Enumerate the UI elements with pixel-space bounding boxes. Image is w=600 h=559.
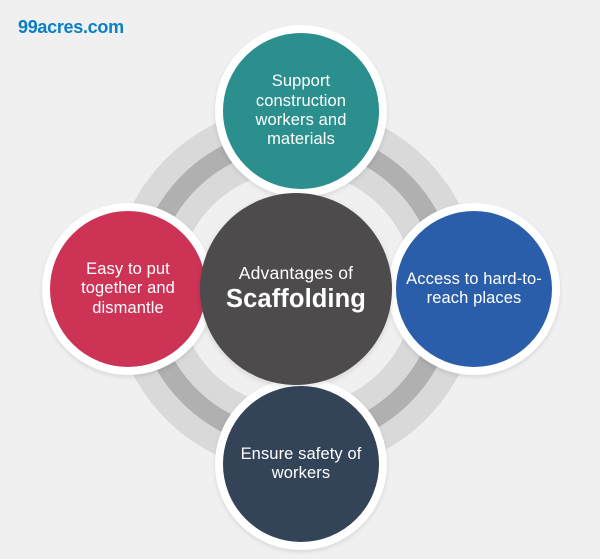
center-hub[interactable]: Advantages of Scaffolding <box>200 193 392 385</box>
brand-logo: 99acres.com <box>18 17 124 37</box>
node-label-bottom: Ensure safety of workers <box>240 444 362 482</box>
node-label-top: Support construction workers and materia… <box>255 72 347 149</box>
node-easy-to-assemble[interactable]: Easy to put together and dismantle <box>42 203 214 375</box>
node-access-hard-to-reach[interactable]: Access to hard-to-reach places <box>388 203 560 375</box>
center-title-main: Scaffolding <box>226 285 366 314</box>
node-support-construction[interactable]: Support construction workers and materia… <box>215 25 387 197</box>
node-ensure-safety[interactable]: Ensure safety of workers <box>215 378 387 550</box>
node-label-right: Access to hard-to-reach places <box>406 269 542 307</box>
node-label-left: Easy to put together and dismantle <box>81 259 175 317</box>
center-title-prefix: Advantages of <box>238 262 354 283</box>
